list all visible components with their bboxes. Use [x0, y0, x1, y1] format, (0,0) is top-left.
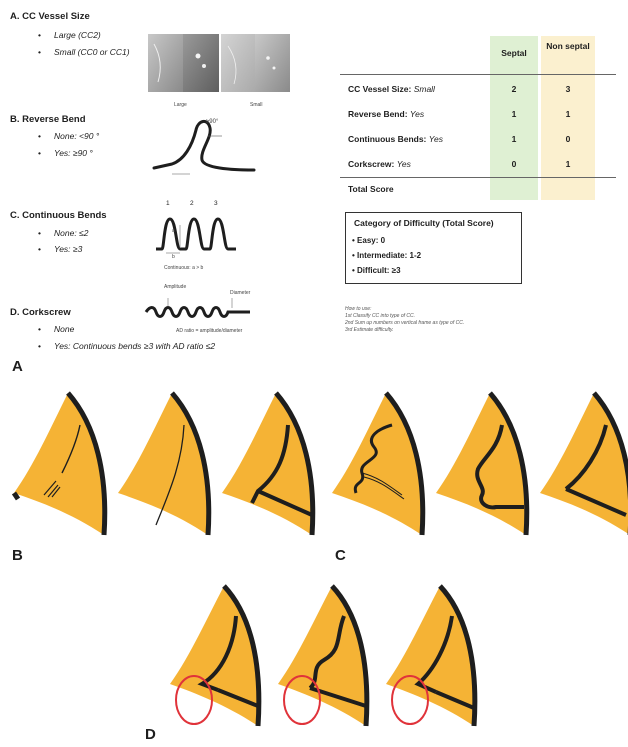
header-non-septal: Non septal [546, 41, 590, 52]
continuous-bends-diagram [152, 205, 242, 265]
bend-letter-a: a [172, 228, 175, 234]
how-to-line-4: 3rd Estimate difficulty. [345, 327, 464, 334]
difficulty-title: Category of Difficulty (Total Score) [354, 218, 494, 228]
heart-c-2 [436, 393, 527, 535]
difficulty-difficult: • Difficult: ≥3 [352, 266, 401, 275]
vessel-size-item-1: Large (CC2) [54, 30, 101, 40]
score-row-non-septal: 3 [541, 84, 595, 94]
how-to-use: How to use: 1st Classify CC into type of… [345, 306, 464, 334]
how-to-line-3: 2nd Sum up numbers on vertical frame as … [345, 320, 464, 327]
continuous-bends-title: C. Continuous Bends [10, 210, 107, 221]
score-row-septal: 1 [490, 109, 538, 119]
heart-schematics-bc [0, 385, 628, 565]
score-row-non-septal: 1 [541, 159, 595, 169]
heart-b-2 [118, 393, 209, 535]
amplitude-label: Amplitude [164, 284, 186, 290]
corkscrew-title: D. Corkscrew [10, 307, 71, 318]
corkscrew-item-1: None [54, 324, 74, 334]
score-row-non-septal: 0 [541, 134, 595, 144]
heart-c-3 [540, 393, 628, 535]
how-to-line-2: 1st Classify CC into type of CC. [345, 313, 464, 320]
score-row-label: CC Vessel Size: Small [348, 84, 435, 94]
panel-label-d: D [145, 726, 156, 743]
table-divider-total [340, 177, 616, 178]
how-to-line-1: How to use: [345, 306, 464, 313]
difficulty-intermediate: • Intermediate: 1-2 [352, 251, 421, 260]
diameter-label: Diameter [230, 290, 250, 296]
corkscrew-diagram [144, 296, 254, 326]
reverse-bend-item-1: None: <90 ° [54, 131, 99, 141]
bend-number-2: 2 [190, 200, 194, 207]
reverse-bend-item-2: Yes: ≥90 ° [54, 148, 93, 158]
angiogram-label-small: Small [250, 102, 263, 108]
angiogram-label-large: Large [174, 102, 187, 108]
corkscrew-caption: AD ratio = amplitude/diameter [176, 328, 242, 334]
score-row-label: Reverse Bend: Yes [348, 109, 424, 119]
reverse-bend-angle-label: ≥90° [206, 119, 218, 125]
heart-d-2 [278, 586, 367, 726]
bend-number-1: 1 [166, 200, 170, 207]
heart-b-3 [222, 393, 313, 535]
reverse-bend-title: B. Reverse Bend [10, 114, 86, 125]
difficulty-box: Category of Difficulty (Total Score) • E… [345, 212, 522, 284]
panel-label-b: B [12, 547, 23, 564]
score-row-septal: 2 [490, 84, 538, 94]
score-row-septal: 1 [490, 134, 538, 144]
reverse-bend-diagram [150, 116, 270, 180]
bend-letter-b: b [172, 254, 175, 260]
continuous-bends-item-2: Yes: ≥3 [54, 244, 82, 254]
heart-schematics-d [150, 580, 480, 740]
score-row-label: Corkscrew: Yes [348, 159, 411, 169]
heart-b-1 [14, 393, 105, 535]
vessel-size-angiograms [148, 34, 290, 94]
continuous-bends-item-1: None: ≤2 [54, 228, 88, 238]
difficulty-easy: • Easy: 0 [352, 236, 385, 245]
score-row-label: Continuous Bends: Yes [348, 134, 443, 144]
heart-c-1 [332, 393, 423, 535]
vessel-size-item-2: Small (CC0 or CC1) [54, 47, 130, 57]
table-divider-top [340, 74, 616, 75]
heart-d-3 [386, 586, 475, 726]
continuous-bends-caption: Continuous: a > b [164, 265, 203, 271]
corkscrew-item-2: Yes: Continuous bends ≥3 with AD ratio ≤… [54, 341, 215, 351]
vessel-size-title: A. CC Vessel Size [10, 11, 90, 22]
panel-label-a: A [12, 358, 23, 375]
bend-number-3: 3 [214, 200, 218, 207]
score-row-non-septal: 1 [541, 109, 595, 119]
total-score-label: Total Score [348, 184, 394, 194]
panel-label-c: C [335, 547, 346, 564]
header-septal: Septal [490, 48, 538, 58]
heart-d-1 [170, 586, 259, 726]
score-row-septal: 0 [490, 159, 538, 169]
